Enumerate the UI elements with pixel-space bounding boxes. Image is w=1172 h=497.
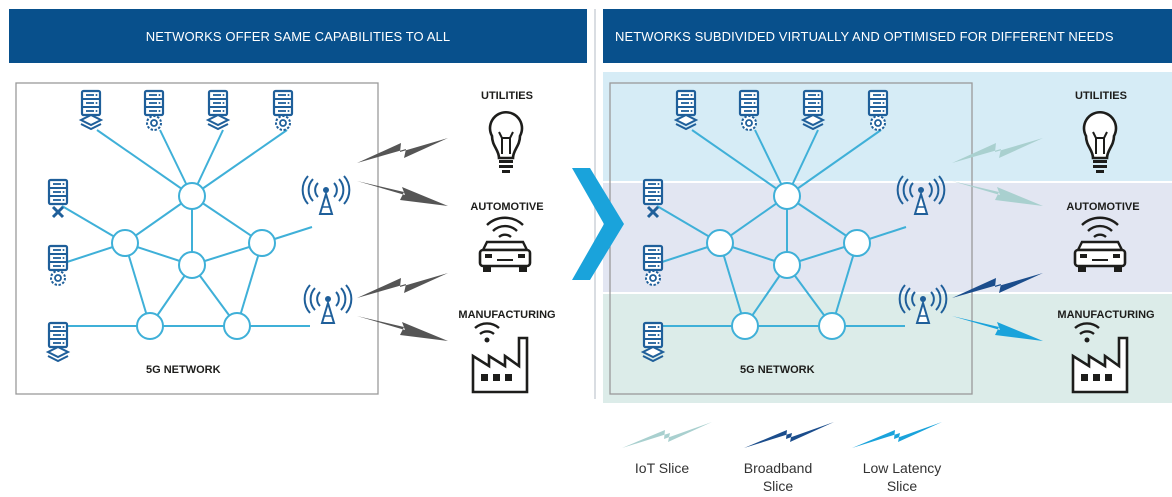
left-network-label: 5G NETWORK [146, 364, 221, 376]
iot-slice-bolt-icon [952, 138, 1043, 163]
legend-bolts [622, 422, 942, 448]
antenna-icon [303, 284, 353, 324]
bolt-icon [357, 181, 448, 206]
left-network-nodes [111, 182, 276, 340]
server-gear-icon [644, 246, 662, 285]
iot-slice-legend-icon [622, 422, 712, 448]
legend-broadband-line1: Broadband [743, 460, 813, 476]
factory-icon [471, 322, 529, 394]
server-layers-icon [81, 91, 101, 129]
lightbulb-icon [488, 110, 524, 175]
server-error-icon [49, 180, 67, 217]
legend-low-latency-line1: Low Latency [862, 460, 942, 476]
right-network-nodes [706, 182, 871, 340]
broadband-slice-bolt-icon [952, 273, 1043, 298]
legend-broadband-line2: Slice [762, 478, 794, 494]
legend-iot-label: IoT Slice [612, 459, 712, 477]
right-signal-bolts [952, 138, 1043, 341]
antenna-icon [301, 175, 351, 215]
bolt-icon [357, 138, 448, 163]
left-sector-label-automotive: AUTOMOTIVE [470, 201, 544, 213]
right-panel-header: NETWORKS SUBDIVIDED VIRTUALLY AND OPTIMI… [603, 9, 1172, 63]
legend-broadband-label: Broadband Slice [728, 459, 828, 495]
car-icon [478, 216, 532, 274]
bolt-icon [357, 316, 448, 341]
server-gear-icon [740, 91, 758, 130]
right-sector-label-automotive: AUTOMOTIVE [1066, 201, 1140, 213]
server-gear-icon [145, 91, 163, 130]
broadband-slice-legend-icon [744, 422, 834, 448]
slice-band-middle [603, 182, 1172, 293]
slice-band-top [603, 72, 1172, 182]
server-gear-icon [869, 91, 887, 130]
left-sector-label-manufacturing: MANUFACTURING [458, 309, 556, 321]
bolt-icon [357, 273, 448, 298]
low-latency-slice-legend-icon [852, 422, 942, 448]
legend-low-latency-label: Low Latency Slice [842, 459, 962, 495]
chevron-right-icon [572, 168, 624, 280]
legend-iot-text: IoT Slice [634, 460, 690, 476]
left-signal-bolts [357, 138, 448, 341]
left-panel-header: NETWORKS OFFER SAME CAPABILITIES TO ALL [9, 9, 587, 63]
left-sector-label-utilities: UTILITIES [481, 90, 533, 102]
server-gear-icon [49, 246, 67, 285]
legend-low-latency-line2: Slice [886, 478, 918, 494]
iot-slice-bolt-icon [952, 181, 1043, 206]
left-antenna-icons [301, 175, 353, 324]
left-server-icons [48, 91, 292, 361]
left-network-frame [15, 82, 379, 395]
right-sector-label-manufacturing: MANUFACTURING [1057, 309, 1155, 321]
low-latency-slice-bolt-icon [952, 316, 1043, 341]
server-layers-icon [48, 323, 68, 361]
server-layers-icon [208, 91, 228, 129]
server-gear-icon [274, 91, 292, 130]
left-network [61, 129, 313, 327]
right-network-label: 5G NETWORK [740, 364, 815, 376]
right-sector-label-utilities: UTILITIES [1075, 90, 1127, 102]
